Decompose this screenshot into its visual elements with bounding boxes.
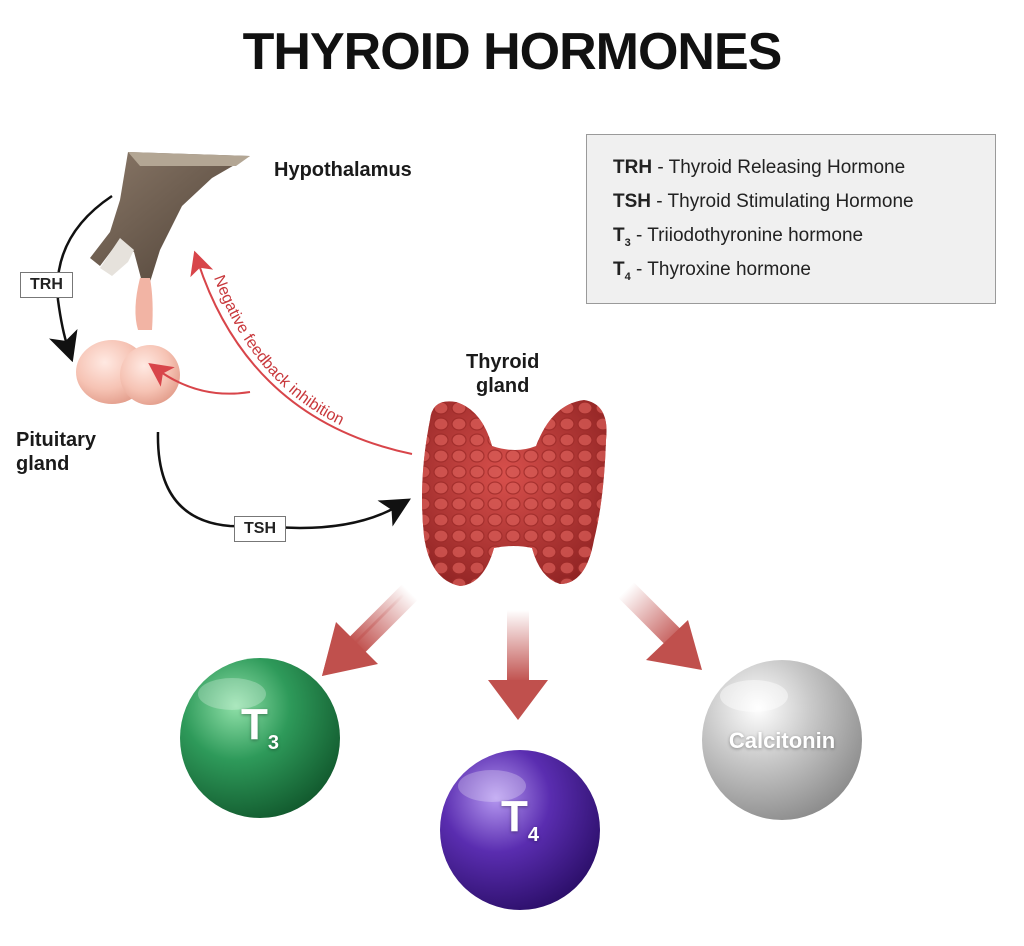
arrow-to-t3: [322, 584, 418, 676]
pituitary-label: Pituitary gland: [16, 429, 97, 475]
legend-abbr: T3: [613, 225, 631, 249]
trh-tag: TRH: [20, 272, 73, 298]
thyroid-label: Thyroid gland: [466, 351, 540, 397]
legend-desc: - Thyroid Stimulating Hormone: [651, 191, 914, 212]
pituitary-graphic: [76, 278, 180, 405]
hypothalamus-label: Hypothalamus: [274, 159, 412, 181]
legend-row-trh: TRH - Thyroid Releasing Hormone: [613, 151, 995, 185]
arrow-to-calcitonin: [618, 582, 702, 670]
t4-label: T4: [500, 792, 539, 846]
page-title: THYROID HORMONES: [242, 23, 783, 81]
calcitonin-ball: [702, 660, 862, 820]
tsh-arrow: [156, 431, 411, 530]
t3-ball: [180, 658, 340, 818]
t3-label: T3: [240, 700, 279, 754]
legend-desc: - Thyroid Releasing Hormone: [652, 157, 906, 178]
legend-abbr: T4: [613, 259, 631, 283]
legend-abbr: TRH: [613, 157, 653, 178]
legend-row-t3: T3 - Triiodothyronine hormone: [613, 219, 995, 253]
legend-abbr: TSH: [613, 191, 651, 212]
t4-ball: [440, 750, 600, 910]
legend-row-t4: T4 - Thyroxine hormone: [613, 253, 995, 287]
legend-desc: - Thyroxine hormone: [636, 259, 811, 280]
thyroid-graphic: [422, 400, 607, 586]
legend-desc: - Triiodothyronine hormone: [636, 225, 864, 246]
feedback-arrow-pituitary: [148, 363, 251, 395]
arrow-to-t4: [488, 610, 548, 720]
feedback-arrow-hypothalamus: [190, 250, 413, 455]
hypothalamus-graphic: [90, 152, 250, 282]
calcitonin-label: Calcitonin: [728, 728, 836, 753]
legend-box: TRH - Thyroid Releasing Hormone TSH - Th…: [586, 134, 996, 304]
tsh-tag: TSH: [234, 516, 286, 542]
legend-row-tsh: TSH - Thyroid Stimulating Hormone: [613, 185, 995, 219]
feedback-label: Negative feedback inhibition: [210, 273, 346, 429]
